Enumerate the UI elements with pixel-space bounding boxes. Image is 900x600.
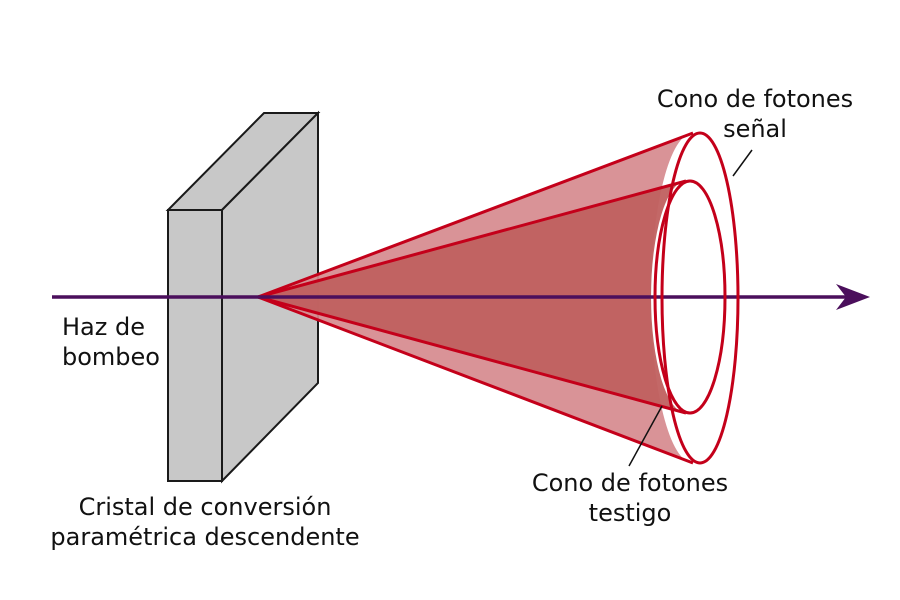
- pump-beam-arrowhead: [836, 284, 870, 310]
- signal-cone-label-line2: señal: [723, 115, 787, 143]
- crystal-label: Cristal de conversión paramétrica descen…: [40, 492, 370, 552]
- pump-beam-label-line2: bombeo: [62, 343, 160, 371]
- pump-beam-label-line1: Haz de: [62, 313, 145, 341]
- signal-cone-top-edge: [257, 131, 694, 299]
- pump-beam: [52, 284, 870, 310]
- crystal-front-face: [167, 209, 223, 482]
- idler-cone-top-edge: [257, 179, 687, 299]
- idler-cone-label-line2: testigo: [588, 499, 672, 527]
- pump-beam-label: Haz de bombeo: [62, 312, 182, 372]
- signal-cone-ring: [660, 131, 740, 465]
- idler-label-leader: [628, 405, 663, 467]
- idler-cone-ring: [653, 179, 727, 415]
- signal-label-leader: [732, 149, 753, 177]
- idler-cone-bottom-edge: [257, 295, 687, 415]
- idler-cone-label-line1: Cono de fotones: [531, 469, 729, 497]
- crystal-label-line1: Cristal de conversión: [78, 493, 332, 521]
- signal-cone-label: Cono de fotones señal: [640, 84, 870, 144]
- signal-cone-bottom-edge: [257, 295, 694, 465]
- signal-cone-label-line1: Cono de fotones: [656, 85, 854, 113]
- idler-cone-label: Cono de fotones testigo: [515, 468, 745, 528]
- crystal-label-line2: paramétrica descendente: [50, 523, 360, 551]
